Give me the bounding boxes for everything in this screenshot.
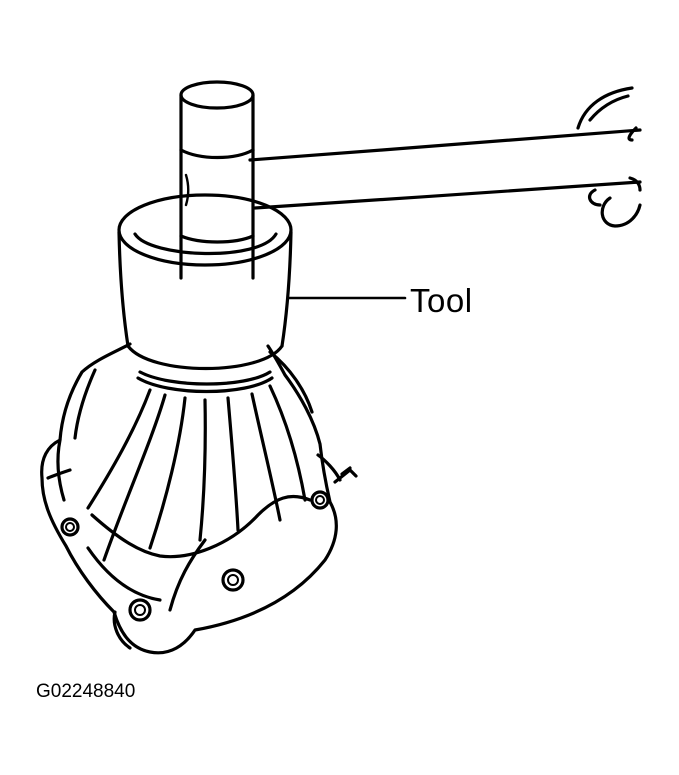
handle-bar <box>248 128 642 210</box>
figure-id: G02248840 <box>36 681 136 702</box>
housing <box>40 342 358 655</box>
cup-tool <box>117 193 293 394</box>
driver-shaft <box>179 80 255 280</box>
callout-label-tool: Tool <box>410 282 473 319</box>
hand <box>576 86 642 228</box>
